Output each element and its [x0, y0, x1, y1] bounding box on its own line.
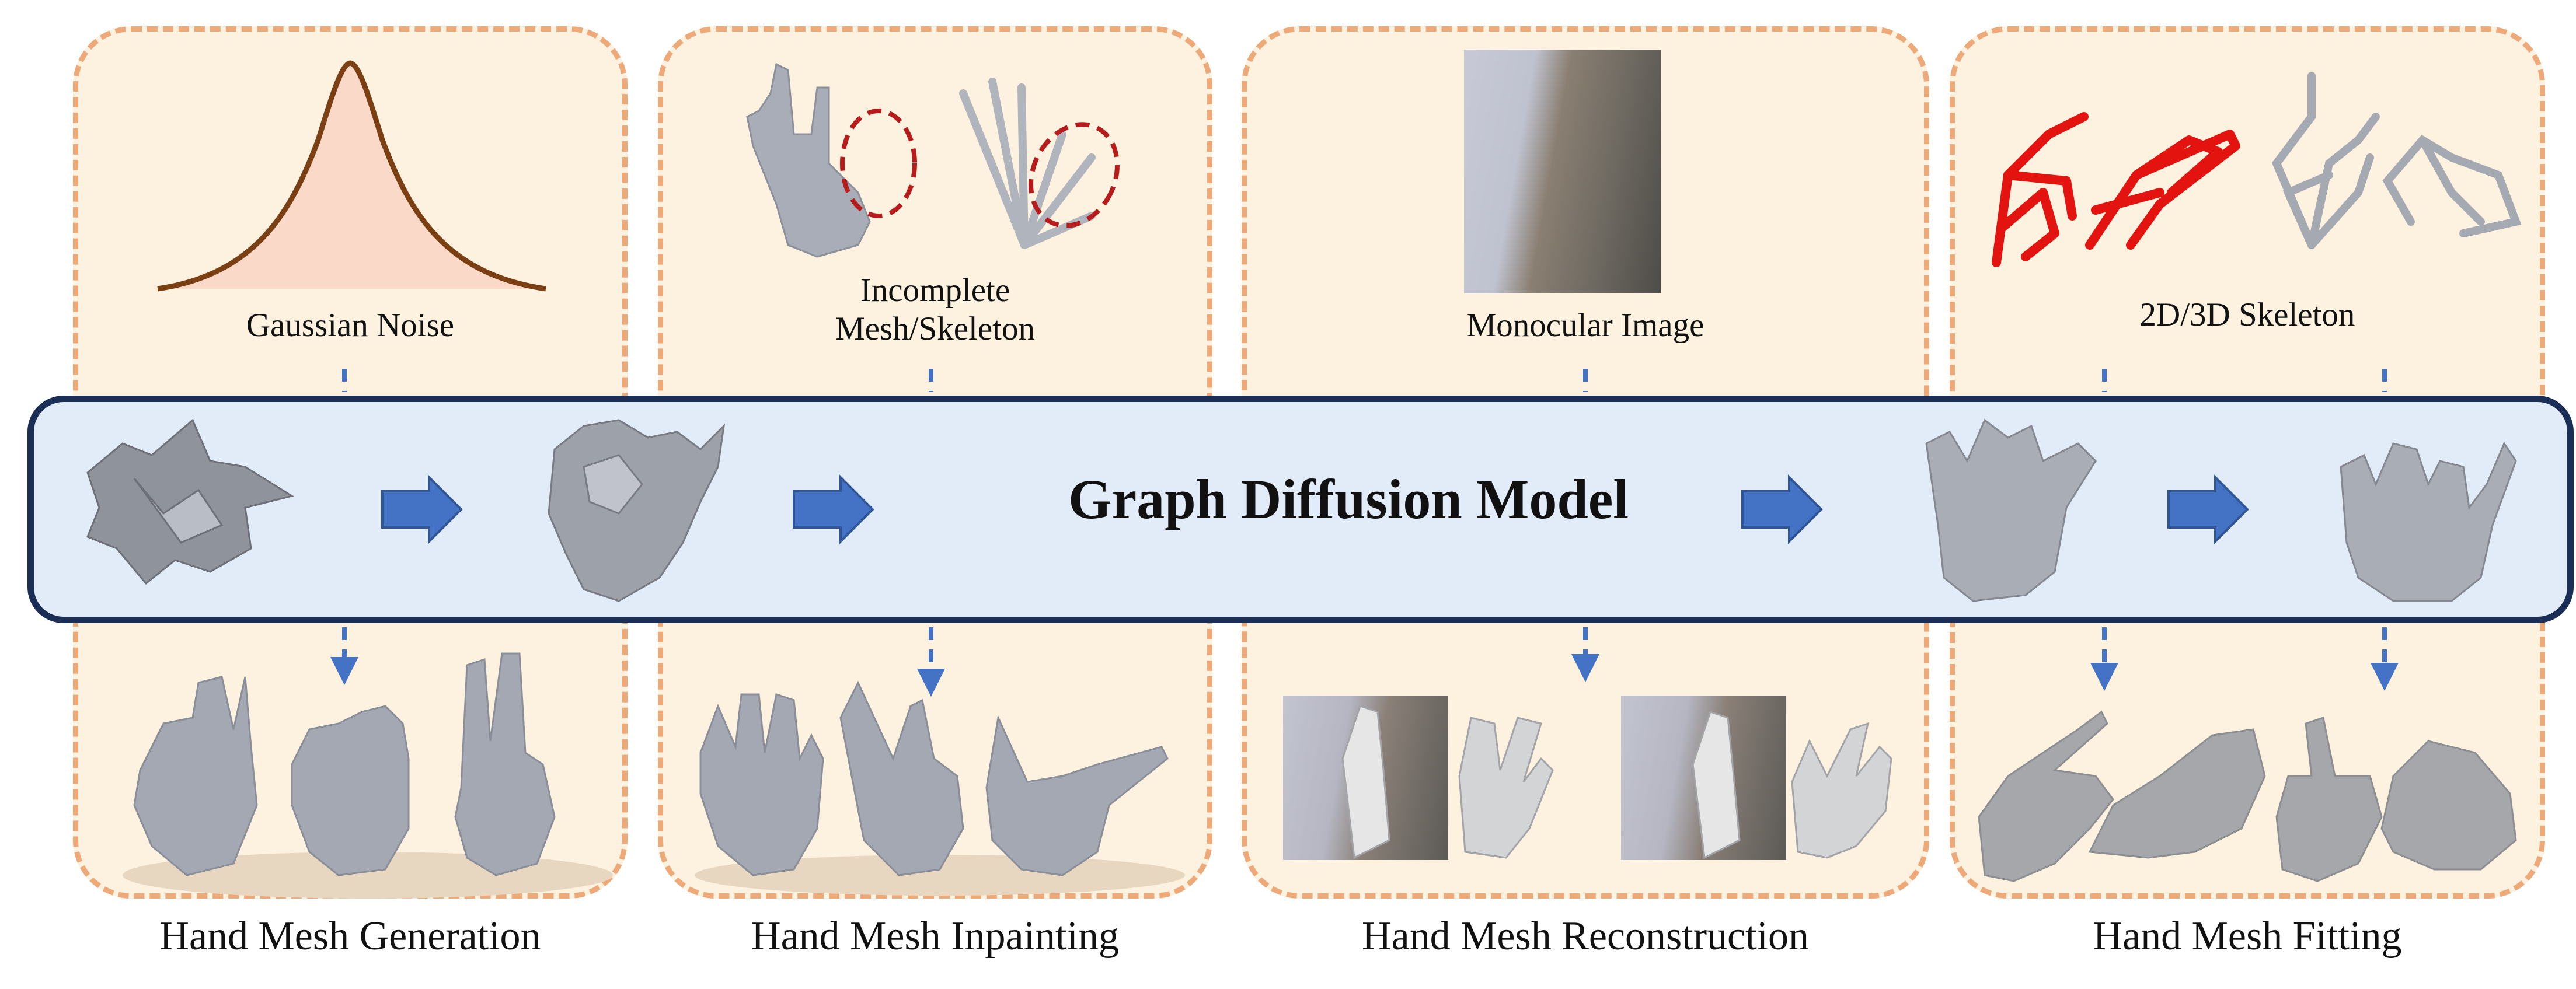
generated-hands-icon	[123, 652, 613, 899]
block-arrow-icon	[1741, 474, 1823, 544]
inpaint-highlight-1	[840, 109, 917, 218]
fitted-hands-icon	[1978, 710, 2517, 882]
band-title: Graph Diffusion Model	[1068, 468, 1629, 530]
block-arrow-icon	[793, 474, 874, 544]
gaussian-curve-icon	[157, 60, 546, 292]
panel-label-monocular: Monocular Image	[1466, 307, 1704, 344]
panel-label-incomplete: Incomplete Mesh/Skeleton	[835, 272, 1035, 347]
noisy-mesh-icon	[86, 418, 294, 585]
denoising-mesh-icon	[548, 419, 726, 602]
partial-hand-mesh-icon	[1925, 418, 2097, 602]
incomplete-hand-mesh-icon	[746, 62, 871, 258]
panel-label-skeleton: 2D/3D Skeleton	[2139, 296, 2355, 333]
inpaint-highlight-2	[1029, 122, 1120, 228]
skeleton-3d-icon	[2271, 72, 2522, 249]
caption-generation: Hand Mesh Generation	[159, 914, 541, 959]
caption-fitting: Hand Mesh Fitting	[2093, 914, 2402, 959]
block-arrow-icon	[381, 474, 463, 544]
caption-reconstruction: Hand Mesh Reconstruction	[1362, 914, 1809, 959]
reconstructed-hands-icon	[1341, 705, 1892, 859]
block-arrow-icon	[2167, 474, 2249, 544]
clean-hand-mesh-icon	[2340, 441, 2517, 602]
skeleton-2d-icon	[1992, 112, 2240, 267]
incomplete-hand-skeleton-icon	[959, 78, 1096, 249]
inpainted-hands-icon	[695, 680, 1185, 896]
monocular-image	[1464, 50, 1661, 293]
caption-inpainting: Hand Mesh Inpainting	[751, 914, 1119, 959]
panel-label-gaussian-noise: Gaussian Noise	[246, 307, 455, 344]
dashed-connector-icon	[342, 369, 2387, 392]
